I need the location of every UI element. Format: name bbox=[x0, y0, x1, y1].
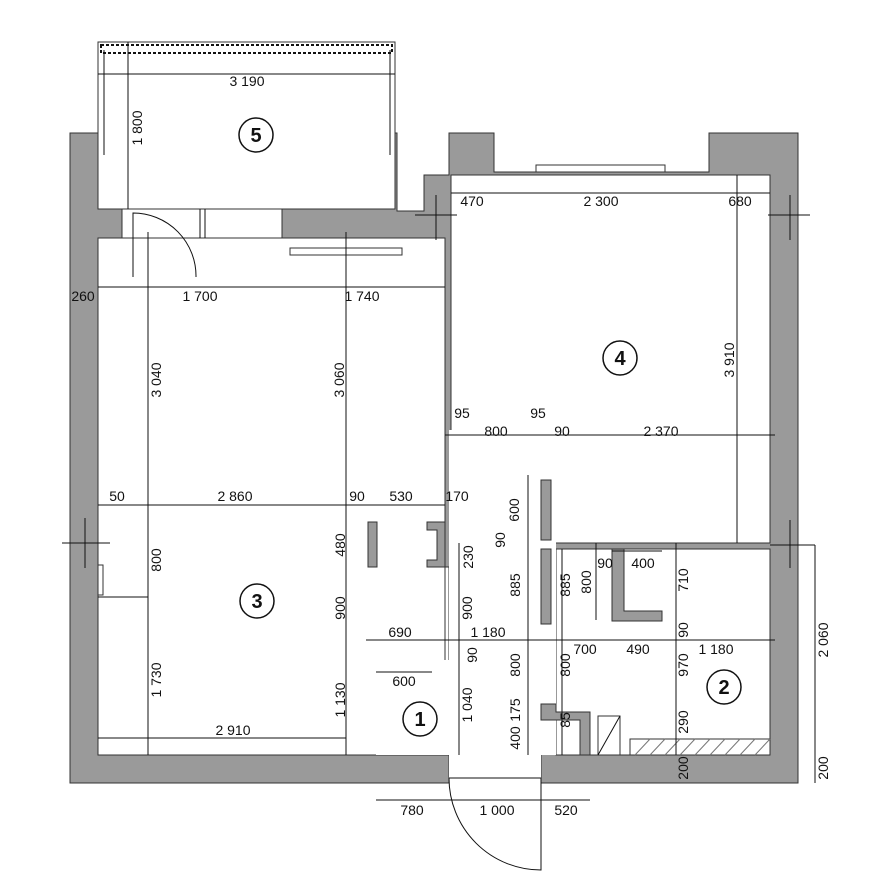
dim-800d: 800 bbox=[507, 653, 523, 677]
partition-hall-mid bbox=[540, 548, 552, 625]
dim-3040: 3 040 bbox=[148, 362, 164, 397]
dim-885b: 885 bbox=[557, 573, 573, 597]
dim-3190: 3 190 bbox=[229, 73, 264, 89]
dim-1800: 1 800 bbox=[129, 110, 145, 145]
dim-230: 230 bbox=[460, 545, 476, 569]
room-2-label: 2 bbox=[718, 677, 729, 699]
dim-1000: 1 000 bbox=[479, 802, 514, 818]
dim-1180b: 1 180 bbox=[698, 641, 733, 657]
dim-680: 680 bbox=[728, 193, 752, 209]
dim-90b: 90 bbox=[349, 488, 365, 504]
dim-200a: 200 bbox=[675, 756, 691, 780]
dim-800a: 800 bbox=[484, 423, 508, 439]
dimension-labels: 3 190 1 800 470 2 300 680 260 1 700 1 74… bbox=[71, 73, 831, 818]
dim-290: 290 bbox=[675, 710, 691, 734]
entrance-door-swing bbox=[448, 777, 542, 871]
entrance-opening bbox=[449, 755, 541, 784]
dim-3060: 3 060 bbox=[331, 362, 347, 397]
dim-600b: 600 bbox=[392, 673, 416, 689]
window-room4 bbox=[535, 164, 666, 173]
dim-90c: 90 bbox=[492, 532, 508, 548]
dim-700: 700 bbox=[573, 641, 597, 657]
dim-90e: 90 bbox=[675, 622, 691, 638]
dim-2300: 2 300 bbox=[583, 193, 618, 209]
dim-520: 520 bbox=[554, 802, 578, 818]
dim-50: 50 bbox=[109, 488, 125, 504]
closet-wall bbox=[611, 548, 663, 622]
dim-85: 85 bbox=[557, 712, 573, 728]
dim-1740: 1 740 bbox=[344, 288, 379, 304]
dim-800e: 800 bbox=[557, 653, 573, 677]
dim-1700: 1 700 bbox=[182, 288, 217, 304]
dim-470: 470 bbox=[460, 193, 484, 209]
balcony-door-swing bbox=[132, 212, 197, 278]
window-left bbox=[97, 564, 104, 596]
dim-95b: 95 bbox=[530, 405, 546, 421]
dim-170: 170 bbox=[445, 488, 469, 504]
partition-room3-corner bbox=[426, 521, 446, 568]
room-5-label: 5 bbox=[250, 125, 261, 147]
balcony-door-gap bbox=[121, 208, 283, 239]
partition-hall-top bbox=[540, 479, 552, 541]
partition-room3-stub bbox=[367, 521, 378, 568]
dim-175: 175 bbox=[507, 698, 523, 722]
dim-2910: 2 910 bbox=[215, 722, 250, 738]
balcony-rail bbox=[100, 44, 393, 54]
dim-1730: 1 730 bbox=[148, 662, 164, 697]
room-1-label: 1 bbox=[414, 709, 425, 731]
dim-90d: 90 bbox=[597, 555, 613, 571]
dim-260: 260 bbox=[71, 288, 95, 304]
bath-wall bbox=[540, 703, 591, 756]
dimension-lines bbox=[98, 42, 816, 801]
dim-95a: 95 bbox=[454, 405, 470, 421]
dim-490: 490 bbox=[626, 641, 650, 657]
dim-1040: 1 040 bbox=[459, 687, 475, 722]
dim-900a: 900 bbox=[332, 596, 348, 620]
dim-800c: 800 bbox=[578, 570, 594, 594]
balcony bbox=[97, 41, 396, 210]
dim-900b: 900 bbox=[459, 596, 475, 620]
dim-480: 480 bbox=[332, 533, 348, 557]
dim-690: 690 bbox=[388, 624, 412, 640]
dim-1130: 1 130 bbox=[332, 682, 348, 717]
dim-2060: 2 060 bbox=[815, 622, 831, 657]
dim-2370: 2 370 bbox=[643, 423, 678, 439]
dim-3910: 3 910 bbox=[721, 342, 737, 377]
room-3-label: 3 bbox=[251, 591, 262, 613]
dim-600a: 600 bbox=[506, 498, 522, 522]
dim-400b: 400 bbox=[507, 726, 523, 750]
dim-200b: 200 bbox=[815, 756, 831, 780]
hallway-floor bbox=[449, 430, 556, 755]
dim-780: 780 bbox=[400, 802, 424, 818]
dim-2860: 2 860 bbox=[217, 488, 252, 504]
dim-710: 710 bbox=[675, 568, 691, 592]
dim-90a: 90 bbox=[554, 423, 570, 439]
dim-885a: 885 bbox=[507, 573, 523, 597]
dim-90f: 90 bbox=[464, 647, 480, 663]
dim-400a: 400 bbox=[631, 555, 655, 571]
dim-530: 530 bbox=[389, 488, 413, 504]
dim-800b: 800 bbox=[148, 548, 164, 572]
dim-970: 970 bbox=[675, 653, 691, 677]
room-2-floor bbox=[555, 548, 771, 756]
hatched-counter bbox=[629, 738, 771, 756]
room-labels: 5 4 3 1 2 bbox=[238, 117, 742, 737]
dim-1180a: 1 180 bbox=[470, 624, 505, 640]
room-4-label: 4 bbox=[614, 348, 626, 370]
